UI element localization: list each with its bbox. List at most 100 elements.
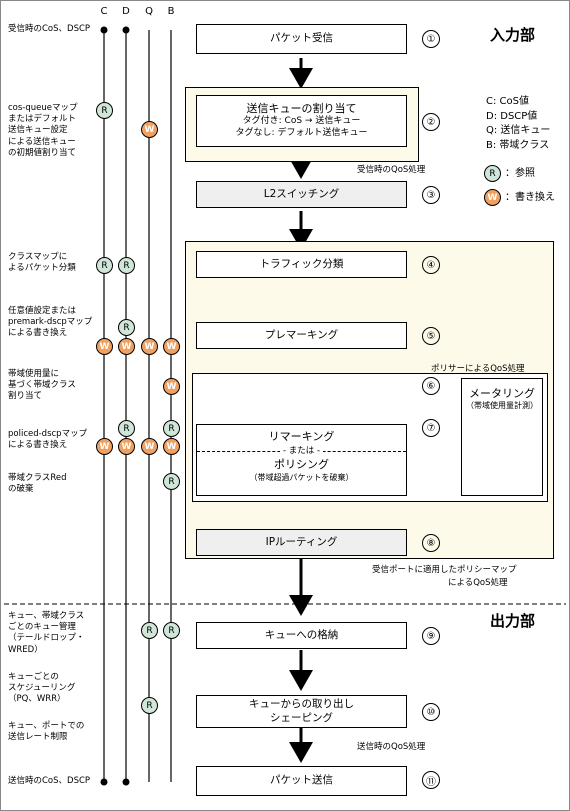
label-line: 基づく帯域クラス [8,380,76,391]
label-queue-mgmt: キュー、帯域クラス ごとのキュー管理 （テールドロップ・ WRED） [8,611,85,656]
box-title-remarking: リマーキング [268,430,335,443]
legend-cos: C: CoS値 [486,96,529,107]
box-label: パケット受信 [270,32,333,45]
label-send: 送信時のCoS、DSCP [8,776,91,786]
or-label: - または - [279,445,324,457]
legend-queue: Q: 送信キュー [486,125,551,136]
box-l2-switching: L2スイッチング [196,181,407,208]
label-scheduling: キューごとの スケジューリング （PQ、WRR） [8,672,75,706]
legend-reference-text: ：参照 [505,168,535,179]
label-line: 任意値設定または [8,306,77,316]
step-number-10: ⑩ [422,703,440,721]
column-header-b: B [167,6,175,17]
box-title: 送信キューの割り当て [246,102,357,116]
label-line: の初期値割り当て [8,147,77,158]
label-line: キュー、ポートでの [8,721,85,731]
label-line: による書き換え [8,440,68,451]
label-line: による書き換え [8,328,68,339]
step-number-8: ⑧ [422,534,440,552]
legend-rewrite-text: ：書き換え [505,192,555,203]
box-packet-receive: パケット受信 [196,24,407,54]
box-metering: メータリング （帯域使用量計測） [461,378,543,496]
label-line: 送信キュー設定 [8,125,68,136]
label-line: 帯域使用量に [8,369,60,379]
column-header-d: D [122,6,130,17]
step-number-7: ⑦ [422,419,440,437]
caption-policer-qos: ポリサーによるQoS処理 [431,364,525,374]
step-number-5: ⑤ [422,327,440,345]
label-line: WRED） [8,644,43,655]
step-number-2: ② [422,113,440,131]
step-number-9: ⑨ [422,627,440,645]
column-header-c: C [100,6,108,17]
legend-bandwidth-class: B: 帯域クラス [486,139,550,151]
legend-dscp: D: DSCP値 [486,110,538,122]
dot-d-bottom [122,778,130,786]
label-line: （PQ、WRR） [8,694,66,705]
label-line: またはデフォルト [8,114,77,125]
step-number-6: ⑥ [422,377,440,395]
box-dequeue-shaping: キューからの取り出し シェーピング [196,695,407,728]
legend-badge-reference: R [484,165,501,182]
label-classmap: クラスマップに よるパケット分類 [8,252,76,274]
box-label: キューへの格納 [264,628,339,641]
badge-write-b-5: W [163,338,180,355]
badge-ref-c-2: R [96,102,113,119]
badge-ref-d-7: R [118,420,135,437]
box-label: パケット送信 [270,774,333,787]
label-line: キュー、帯域クラス [8,611,85,621]
dot-c-top [100,26,108,34]
box-line: タグなし: デフォルト送信キュー [235,128,368,139]
column-header-q: Q [145,6,153,17]
legend: C: CoS値 D: DSCP値 Q: 送信キュー B: 帯域クラス [486,95,550,153]
badge-ref-q-9: R [141,622,158,639]
section-title-output: 出力部 [490,612,536,630]
badge-write-q-2: W [141,121,158,138]
caption-policy-map-2: によるQoS処理 [448,578,508,588]
box-label: IPルーティング [265,535,338,548]
caption-policy-map-1: 受信ポートに適用したポリシーマップ [372,565,517,575]
box-line: タグ付き: CoS → 送信キュー [242,116,361,127]
label-line: policed-dscpマップ [8,429,88,439]
label-line: 送信レート制限 [8,732,68,743]
label-line: premark-dscpマップ [8,317,93,328]
box-queue-assign: 送信キューの割り当て タグ付き: CoS → 送信キュー タグなし: デフォルト… [196,95,407,147]
label-receive: 受信時のCoS、DSCP [8,24,91,34]
box-label: L2スイッチング [263,187,340,200]
box-line: キューからの取り出し [249,697,354,710]
step-number-4: ④ [422,256,440,274]
label-red-discard: 帯域クラスRed の破棄 [8,473,66,495]
box-label: プレマーキング [264,328,339,341]
badge-write-d-7: W [118,438,135,455]
label-line: 帯域クラスRed [8,473,67,483]
label-line: （テールドロップ・ [8,633,85,644]
step-number-11: ⑪ [422,771,440,789]
dot-c-bottom [100,778,108,786]
label-line: スケジューリング [8,683,76,694]
label-line: キューごとの [8,672,59,682]
badge-ref-d-5: R [118,319,135,336]
box-line: シェーピング [270,711,333,724]
box-title-policing: ポリシング [274,458,329,472]
badge-write-q-5: W [141,338,158,355]
badge-write-b-6: W [163,378,180,395]
box-traffic-classification: トラフィック分類 [196,251,407,278]
badge-write-b-7: W [163,438,180,455]
box-title: メータリング [469,387,535,400]
badge-ref-b-7: R [163,420,180,437]
section-title-input: 入力部 [490,26,536,44]
step-number-1: ① [422,30,440,48]
badge-ref-c-4: R [96,257,113,274]
box-subtitle: （帯域使用量計測） [466,401,538,411]
badge-write-q-7: W [141,438,158,455]
box-label: トラフィック分類 [259,257,344,270]
box-queue-store: キューへの格納 [196,622,407,649]
badge-ref-b-9: R [163,622,180,639]
badge-ref-d-4: R [118,257,135,274]
label-line: 割り当て [8,391,43,402]
badge-write-c-7: W [96,438,113,455]
or-divider: - または - [197,444,406,458]
label-line: cos-queueマップ [8,103,78,113]
label-rate-limit: キュー、ポートでの 送信レート制限 [8,721,84,743]
badge-ref-b-red: R [163,473,180,490]
